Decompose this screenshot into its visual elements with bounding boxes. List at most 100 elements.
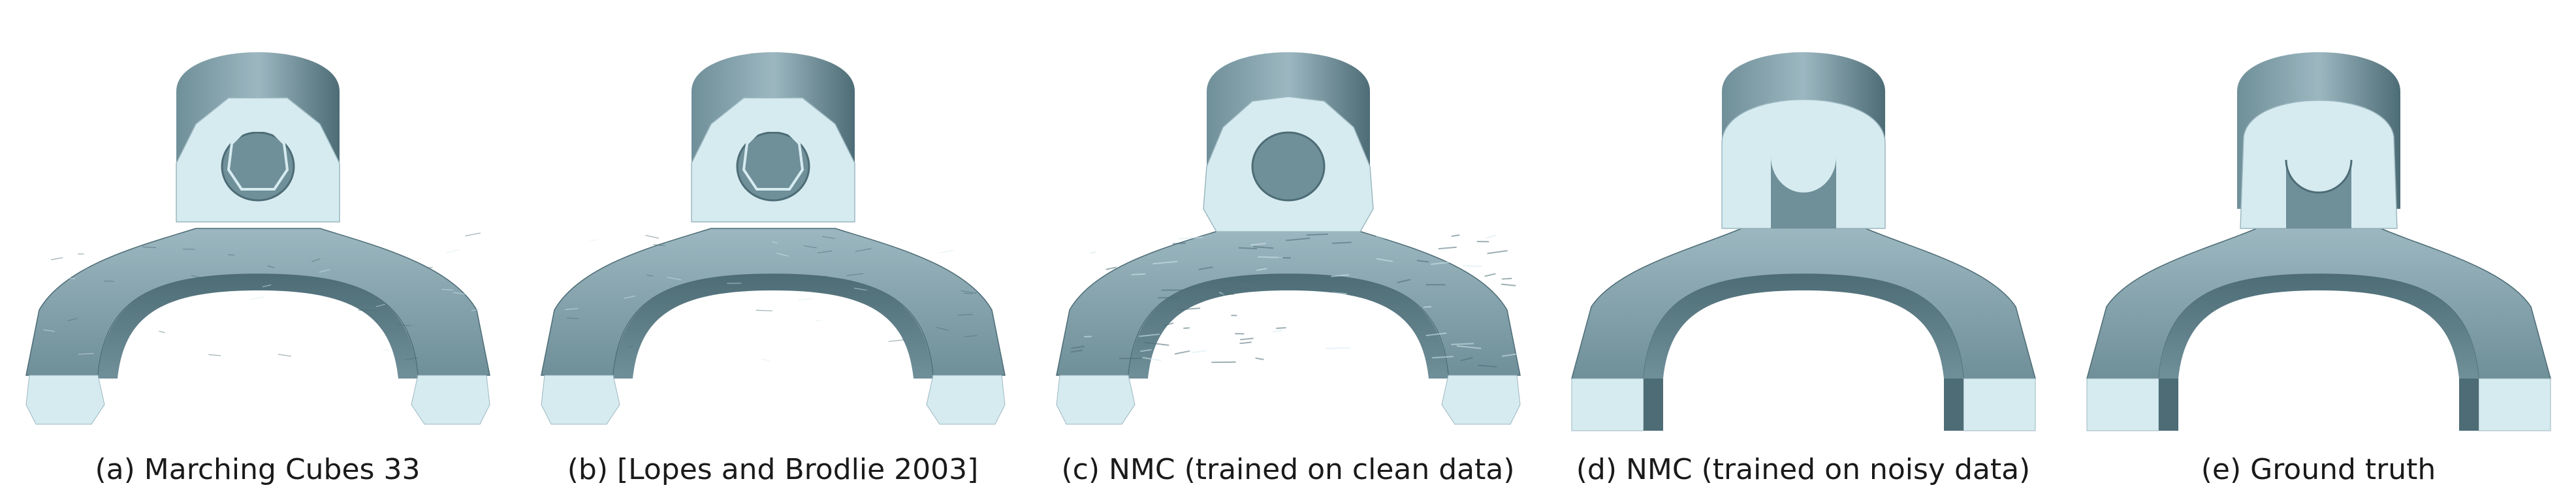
mesh-artefact: [1331, 274, 1350, 277]
mesh-artefact: [1376, 235, 1386, 240]
hub-hole: [221, 131, 295, 202]
mesh-artefact: [1253, 245, 1274, 249]
mesh-artefact: [1239, 337, 1254, 341]
right-end-block: [926, 375, 1006, 425]
mesh-artefact: [815, 320, 822, 322]
right-inner-edge: [2459, 379, 2479, 431]
mesh-artefact: [667, 277, 682, 281]
panel-d: (d) NMC (trained on noisy data): [1546, 0, 2061, 496]
render-d: [1571, 52, 2036, 431]
mesh-artefact: [43, 329, 55, 332]
mesh-artefact: [1142, 356, 1162, 362]
mesh-artefact: [66, 277, 76, 279]
mesh-artefact: [1192, 350, 1207, 354]
mesh-artefact: [1172, 242, 1186, 245]
arch-arm: [541, 228, 1006, 376]
mesh-artefact: [755, 309, 772, 311]
mesh-artefact: [1501, 283, 1516, 287]
mesh-artefact: [1376, 258, 1393, 262]
mesh-artefact: [1131, 273, 1146, 275]
mesh-artefact: [964, 335, 978, 337]
left-end-block: [1571, 378, 1644, 431]
hub-front-face: [2240, 100, 2398, 229]
mesh-artefact: [453, 292, 468, 295]
mesh-artefact: [961, 290, 977, 294]
left-inner-edge: [2159, 379, 2178, 431]
mesh-artefact: [103, 280, 114, 282]
mesh-artefact: [1105, 266, 1117, 270]
mesh-artefact: [797, 298, 814, 301]
mesh-artefact: [1307, 233, 1329, 236]
mesh-artefact: [405, 357, 419, 360]
mesh-artefact: [267, 265, 275, 268]
mesh-artefact: [1198, 266, 1213, 270]
mesh-artefact: [1163, 322, 1174, 327]
mesh-artefact: [1139, 333, 1160, 337]
mesh-artefact: [375, 303, 385, 307]
panel-a: (a) Marching Cubes 33: [0, 0, 515, 496]
mesh-artefact: [1286, 238, 1311, 241]
panel-b: (b) [Lopes and Brodlie 2003]: [515, 0, 1030, 496]
mesh-artefact: [1477, 364, 1497, 368]
mesh-artefact: [645, 234, 660, 239]
mesh-artefact: [1438, 246, 1457, 250]
hub-front-face: [1721, 99, 1886, 229]
mesh-artefact: [1140, 349, 1152, 352]
mesh-artefact: [821, 236, 836, 240]
mesh-artefact: [1090, 251, 1096, 254]
mesh-artefact: [564, 308, 579, 311]
mesh-artefact: [278, 354, 292, 357]
caption-c: (c) NMC (trained on clean data): [1061, 453, 1515, 486]
mesh-artefact: [1219, 286, 1231, 290]
right-end-block: [1441, 375, 1521, 425]
mesh-artefact: [1487, 250, 1508, 255]
hub-hole: [1771, 157, 1836, 228]
mesh-artefact: [1256, 268, 1267, 271]
mesh-artefact: [1432, 356, 1454, 359]
panel-c: (c) NMC (trained on clean data): [1030, 0, 1546, 496]
mesh-artefact: [1239, 341, 1252, 345]
left-end-block: [1056, 375, 1136, 425]
render-e: [2086, 52, 2551, 431]
mesh-artefact: [938, 249, 954, 254]
mesh-artefact: [1416, 260, 1429, 263]
hub-hole: [736, 131, 810, 202]
mesh-artefact: [1273, 330, 1283, 333]
mesh-artefact: [646, 274, 654, 277]
mesh-artefact: [471, 309, 481, 311]
left-end-block: [541, 375, 620, 425]
arch-arm: [25, 228, 490, 376]
mesh-artefact: [1238, 247, 1257, 249]
panel-e: (e) Ground truth: [2061, 0, 2576, 496]
mesh-artefact: [1153, 260, 1178, 265]
yoke-model: [25, 52, 490, 425]
mesh-artefact: [776, 253, 789, 257]
mesh-artefact: [208, 354, 221, 356]
mesh-artefact: [1332, 292, 1347, 295]
right-end-block: [411, 375, 490, 425]
mesh-artefact: [1484, 273, 1496, 277]
left-inner-edge: [1644, 379, 1663, 431]
arch-arm: [2086, 228, 2551, 379]
mesh-artefact: [311, 258, 321, 262]
yoke-model: [541, 52, 1006, 425]
mesh-artefact: [1177, 307, 1201, 311]
mesh-artefact: [191, 275, 203, 279]
yoke-model: [2086, 52, 2551, 431]
mesh-artefact: [761, 358, 771, 362]
mesh-artefact: [772, 241, 778, 244]
arch-arm: [1571, 228, 2036, 379]
hub-hole: [1251, 131, 1326, 202]
mesh-artefact: [1179, 236, 1203, 240]
mesh-artefact: [1255, 357, 1264, 360]
mesh-artefact: [465, 232, 481, 237]
mesh-artefact: [1250, 243, 1266, 246]
right-inner-edge: [1944, 379, 1964, 431]
mesh-artefact: [855, 248, 872, 253]
mesh-artefact: [1258, 256, 1283, 258]
mesh-artefact: [383, 349, 390, 351]
mesh-artefact: [1451, 343, 1474, 345]
mesh-artefact: [1451, 234, 1460, 237]
mesh-artefact: [653, 244, 665, 246]
right-end-block: [2478, 378, 2551, 431]
